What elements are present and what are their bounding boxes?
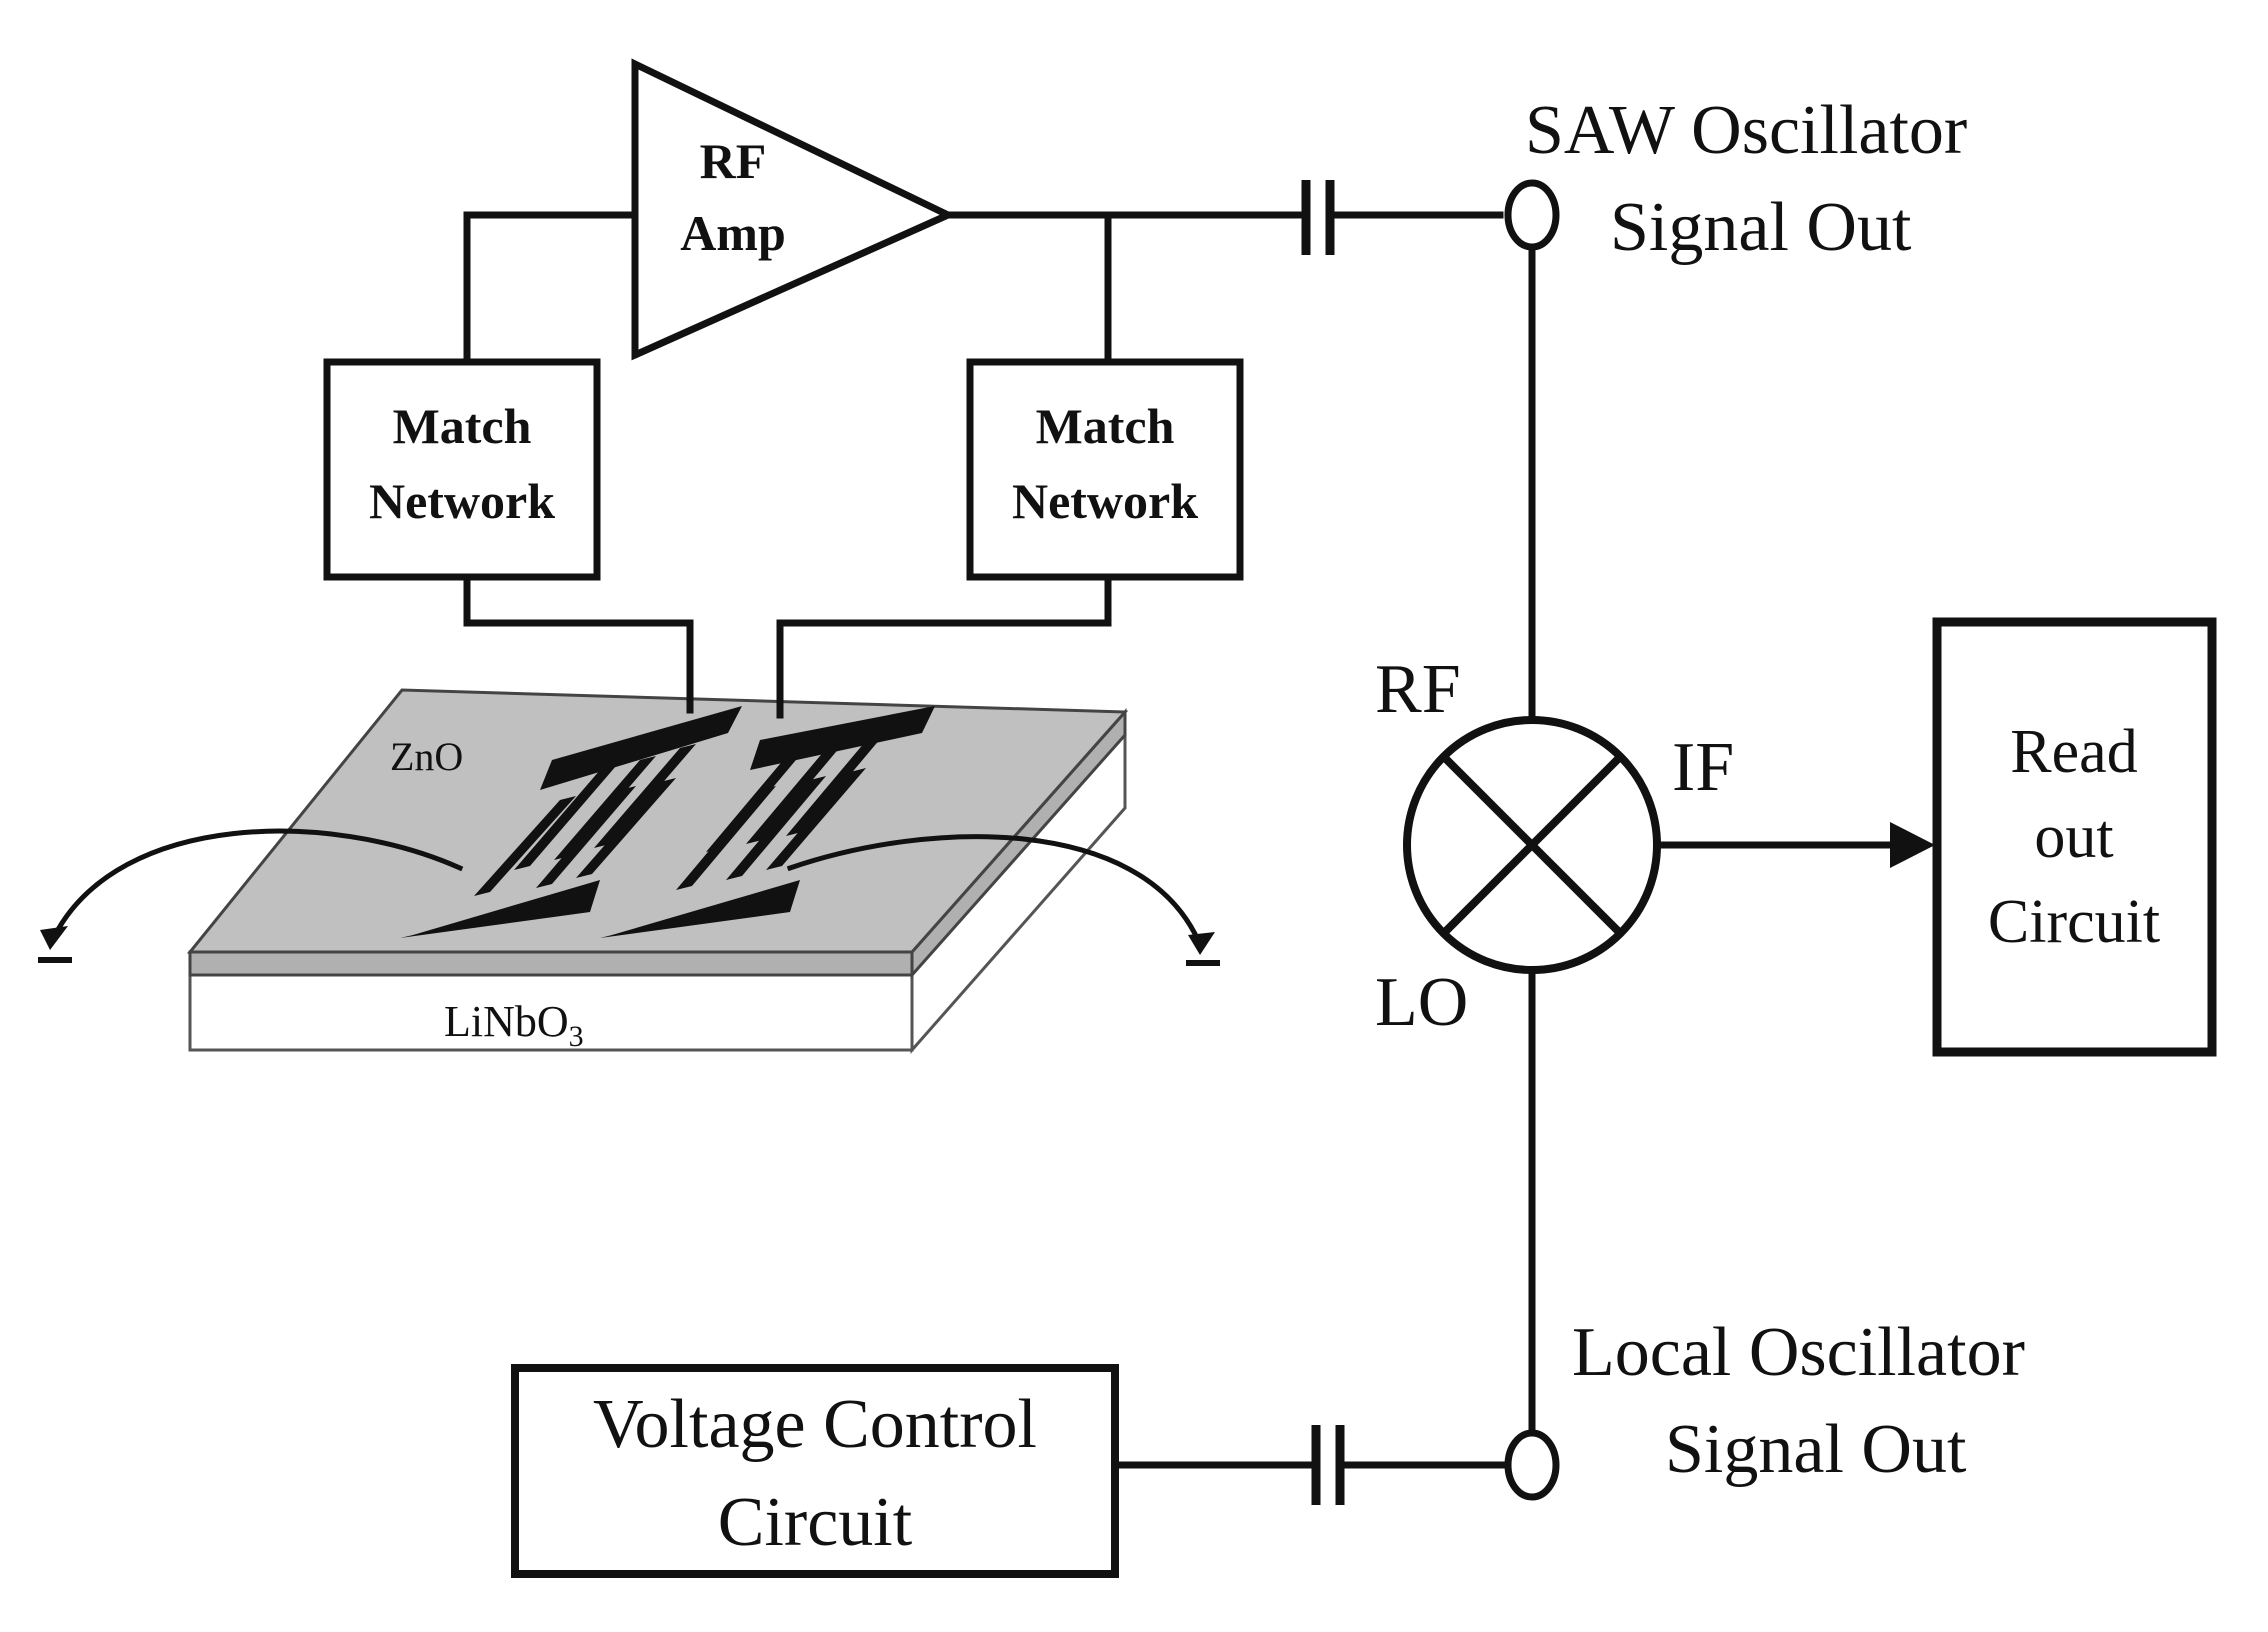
ground-arrow-left [40,926,68,950]
idt-left-finger [576,778,676,878]
arrow-to-readout [1890,822,1935,868]
lo-out-label-1: Local Oscillator [1572,1314,2025,1391]
saw-device: ZnO LiNbO3 [186,688,1129,1054]
idt-right-pad-bottom [600,880,800,938]
ground-arrow-right [1188,932,1215,955]
idt-left-finger [474,796,576,896]
film-front-face [188,950,914,977]
saw-out-label-2: Signal Out [1610,189,1912,266]
idt-left [400,706,742,938]
capacitor-top [1301,180,1335,255]
match-network-left-label-2: Network [369,473,555,529]
idt-left-pad-top [540,706,742,790]
ground-connections [38,828,1220,966]
saw-out-label-1: SAW Oscillator [1525,92,1967,169]
substrate-label: LiNbO3 [444,997,584,1053]
idt-right-finger [726,776,826,880]
rf-amplifier [631,58,957,361]
lo-out-label-2: Signal Out [1665,1411,1967,1488]
lo-out-terminal [1504,1429,1560,1501]
readout-label-1: Read [2010,718,2137,786]
vcc-label-2: Circuit [718,1484,913,1561]
match-network-right [966,358,1244,581]
idt-right-finger [786,732,886,836]
idt-left-finger [536,786,636,888]
wire-right-match-to-idt [776,573,1112,719]
voltage-control-circuit [511,1364,1119,1578]
mixer-lo-label: LO [1375,964,1468,1041]
readout-circuit [1932,617,2217,1057]
saw-out-terminal [1504,179,1560,251]
wire-left-match-to-idt [463,573,694,714]
idt-right-finger [746,740,846,844]
match-network-left [323,358,601,581]
idt-left-finger [514,766,616,870]
readout-label-3: Circuit [1988,888,2160,956]
idt-left-pad-bottom [400,880,600,938]
mixer-rf-label: RF [1375,651,1461,728]
rf-amplifier-label-2: Amp [680,205,786,261]
idt-right-finger [676,786,776,890]
rf-amplifier-label-1: RF [700,133,767,189]
capacitor-bottom [1311,1425,1345,1505]
match-network-right-label-2: Network [1012,473,1198,529]
ground-wire-left [51,828,464,939]
idt-right-finger [766,768,866,870]
readout-label-2: out [2034,803,2113,871]
ground-wire-right [786,834,1202,944]
vcc-label-1: Voltage Control [593,1386,1037,1463]
wire-left-match-to-amp [463,211,642,366]
film-top-surface [186,688,1129,954]
film-label: ZnO [390,734,463,779]
mixer-if-label: IF [1672,729,1734,806]
match-network-right-label-1: Match [1036,398,1175,454]
idt-right [600,706,935,938]
idt-left-finger [594,744,696,848]
mixer [1403,716,1661,974]
match-network-left-label-1: Match [393,398,532,454]
